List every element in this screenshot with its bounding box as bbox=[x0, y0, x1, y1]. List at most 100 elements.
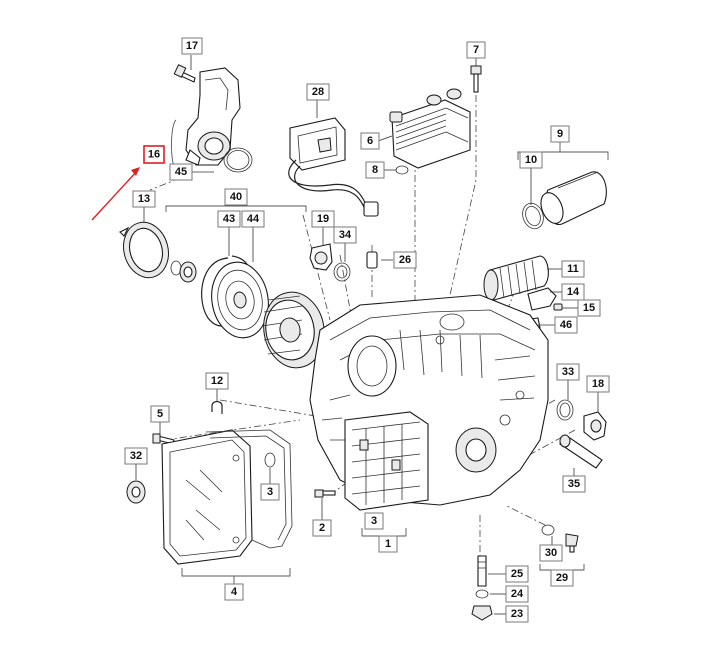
callout-35[interactable]: 35 bbox=[562, 475, 586, 493]
callout-16-label: 16 bbox=[148, 149, 160, 161]
callout-25-label: 25 bbox=[511, 568, 523, 580]
callout-35-label: 35 bbox=[568, 478, 580, 490]
callout-46[interactable]: 46 bbox=[554, 316, 578, 334]
callout-8[interactable]: 8 bbox=[365, 161, 385, 179]
part-44-clutch-disc bbox=[211, 261, 269, 339]
callout-1[interactable]: 1 bbox=[378, 535, 398, 553]
part-18-sensor bbox=[583, 411, 607, 441]
part-24-oring bbox=[475, 589, 489, 599]
callout-26[interactable]: 26 bbox=[393, 251, 417, 269]
callout-45[interactable]: 45 bbox=[169, 163, 193, 181]
part-15-bolt bbox=[553, 303, 563, 311]
callout-25[interactable]: 25 bbox=[505, 565, 529, 583]
callout-10[interactable]: 10 bbox=[519, 151, 543, 169]
part-28-solenoid bbox=[288, 117, 379, 217]
part-19-sensor bbox=[309, 243, 333, 271]
part-34-oring bbox=[333, 262, 351, 282]
callout-43[interactable]: 43 bbox=[217, 210, 241, 228]
callout-2-label: 2 bbox=[319, 522, 325, 534]
callout-3-valve-label: 3 bbox=[371, 515, 377, 527]
callout-9-label: 9 bbox=[557, 128, 563, 140]
part-7-bolt bbox=[470, 65, 482, 93]
part-gear-drum bbox=[261, 291, 325, 369]
callout-23[interactable]: 23 bbox=[505, 605, 529, 623]
callout-6-label: 6 bbox=[367, 135, 373, 147]
callout-33[interactable]: 33 bbox=[556, 363, 580, 381]
part-10-oring bbox=[522, 202, 544, 230]
callout-34[interactable]: 34 bbox=[333, 226, 357, 244]
part-6-oil-cooler bbox=[389, 88, 471, 169]
callout-18-label: 18 bbox=[592, 378, 604, 390]
part-13-cover bbox=[119, 221, 169, 279]
callout-34-label: 34 bbox=[339, 229, 352, 241]
callout-32-label: 32 bbox=[130, 450, 142, 462]
callout-30-label: 30 bbox=[545, 547, 557, 559]
part-8-seal bbox=[395, 165, 409, 175]
part-35-tube bbox=[558, 434, 603, 469]
callout-15-label: 15 bbox=[583, 302, 595, 314]
callout-46-label: 46 bbox=[560, 319, 572, 331]
callout-5[interactable]: 5 bbox=[150, 405, 170, 423]
callout-24-label: 24 bbox=[511, 588, 524, 600]
callout-16-highlighted[interactable]: 16 bbox=[143, 145, 165, 164]
callout-10-label: 10 bbox=[525, 154, 537, 166]
callout-3-gasket-label: 3 bbox=[267, 486, 273, 498]
part-14-bracket bbox=[527, 287, 557, 311]
part-32-grommet bbox=[126, 480, 146, 504]
callout-11-label: 11 bbox=[567, 263, 579, 275]
callout-19-label: 19 bbox=[317, 213, 329, 225]
callout-15[interactable]: 15 bbox=[577, 299, 601, 317]
callout-40-label: 40 bbox=[230, 191, 242, 203]
part-30-oring bbox=[541, 524, 555, 536]
leader-lines bbox=[135, 55, 599, 615]
part-3-gasket bbox=[205, 429, 293, 549]
callout-26-label: 26 bbox=[399, 254, 411, 266]
part-23-plug bbox=[471, 605, 493, 621]
callout-18[interactable]: 18 bbox=[586, 375, 610, 393]
callout-6[interactable]: 6 bbox=[360, 132, 380, 150]
callout-4[interactable]: 4 bbox=[224, 583, 244, 601]
callout-14-label: 14 bbox=[567, 286, 580, 298]
callout-32[interactable]: 32 bbox=[124, 447, 148, 465]
callout-28[interactable]: 28 bbox=[306, 83, 330, 101]
callout-4-label: 4 bbox=[231, 586, 238, 598]
callout-44[interactable]: 44 bbox=[241, 210, 265, 228]
callout-17-label: 17 bbox=[186, 40, 198, 52]
callout-45-label: 45 bbox=[175, 166, 187, 178]
part-seal-small bbox=[170, 260, 197, 283]
callout-12-label: 12 bbox=[211, 375, 223, 387]
valve-body bbox=[344, 411, 429, 511]
callout-11[interactable]: 11 bbox=[561, 260, 585, 278]
callout-43-label: 43 bbox=[223, 213, 235, 225]
callout-3-valve[interactable]: 3 bbox=[364, 512, 384, 530]
callout-13[interactable]: 13 bbox=[132, 190, 156, 208]
callout-9[interactable]: 9 bbox=[550, 125, 570, 143]
callout-29[interactable]: 29 bbox=[550, 569, 574, 587]
part-17-bolt bbox=[173, 64, 196, 83]
callout-12[interactable]: 12 bbox=[205, 372, 229, 390]
callout-5-label: 5 bbox=[157, 408, 163, 420]
part-25-tube bbox=[477, 555, 487, 587]
part-2-bolt bbox=[314, 489, 336, 498]
callout-19[interactable]: 19 bbox=[311, 210, 335, 228]
part-9-filter-housing bbox=[540, 171, 607, 225]
callout-30[interactable]: 30 bbox=[539, 544, 563, 562]
callout-7[interactable]: 7 bbox=[466, 41, 486, 59]
callout-40[interactable]: 40 bbox=[224, 188, 248, 206]
part-29-plug bbox=[565, 533, 579, 553]
highlight-arrow bbox=[91, 167, 140, 221]
callout-8-label: 8 bbox=[372, 164, 378, 176]
callout-24[interactable]: 24 bbox=[505, 585, 529, 603]
callout-44-label: 44 bbox=[247, 213, 260, 225]
callout-28-label: 28 bbox=[312, 86, 324, 98]
part-12-clip bbox=[211, 400, 223, 414]
callout-14[interactable]: 14 bbox=[561, 283, 585, 301]
callout-2[interactable]: 2 bbox=[312, 519, 332, 537]
callout-17[interactable]: 17 bbox=[181, 37, 203, 55]
callout-13-label: 13 bbox=[138, 193, 150, 205]
callout-33-label: 33 bbox=[562, 366, 574, 378]
callout-1-label: 1 bbox=[385, 538, 391, 550]
callout-3-gasket[interactable]: 3 bbox=[260, 483, 280, 501]
callout-23-label: 23 bbox=[511, 608, 523, 620]
